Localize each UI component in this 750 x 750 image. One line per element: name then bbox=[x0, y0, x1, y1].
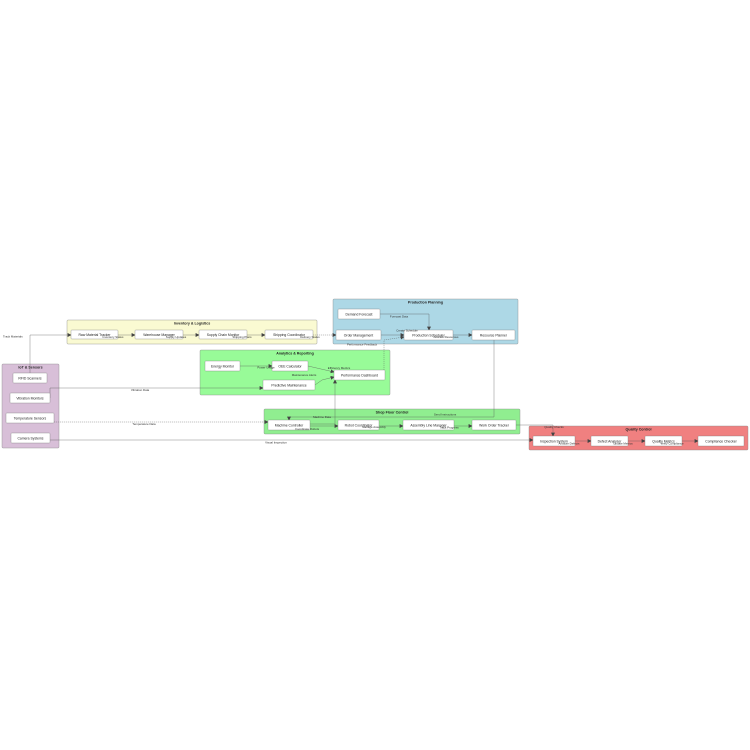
edge-label-update-metrics: Update Metrics bbox=[613, 441, 633, 445]
node-predictive-maintenance-label: Predictive Maintenance bbox=[271, 383, 306, 387]
edge-label-maintenance-alerts: Maintenance Alerts bbox=[292, 373, 317, 377]
node-order-management-label: Order Management bbox=[344, 333, 373, 337]
node-production-scheduler-label: Production Scheduler bbox=[412, 333, 445, 337]
node-performance-dashboard-label: Performance Dashboard bbox=[341, 373, 378, 377]
node-camera-systems-label: Camera Systems bbox=[17, 436, 43, 440]
group-quality-box bbox=[528, 425, 749, 451]
node-vibration-monitors-label: Vibration Monitors bbox=[16, 396, 44, 400]
node-temperature-sensors-label: Temperature Sensors bbox=[14, 416, 47, 420]
node-robot-coordinator[interactable]: Robot Coordinator bbox=[337, 419, 380, 431]
group-production-title: Production Planning bbox=[408, 301, 443, 305]
node-production-scheduler[interactable]: Production Scheduler bbox=[403, 329, 454, 341]
edges bbox=[29, 313, 699, 443]
edge-label-allocate-resources: Allocate Resources bbox=[434, 335, 459, 339]
node-inspection-system[interactable]: Inspection System bbox=[532, 435, 576, 447]
node-shipping-coordinator-label: Shipping Coordinator bbox=[273, 333, 306, 337]
edge-label-analyze-defects: Analyze Defects bbox=[559, 441, 580, 445]
group-iot-box bbox=[1, 363, 60, 449]
edge-labels: Track Materials Inventory Status Supply … bbox=[3, 314, 684, 445]
node-oee-calculator-label: OEE Calculator bbox=[278, 364, 302, 368]
node-warehouse-manager[interactable]: Warehouse Manager bbox=[134, 329, 184, 340]
edge-forecast-data bbox=[380, 313, 431, 331]
edge-label-coordinate-robots: Coordinate Robots bbox=[295, 427, 320, 431]
edge-quality-checks bbox=[516, 424, 555, 437]
node-assembly-line-manager[interactable]: Assembly Line Manager bbox=[402, 419, 455, 431]
node-defect-analyzer-label: Defect Analyzer bbox=[598, 439, 623, 443]
edge-label-vibration-data: Vibration Data bbox=[131, 388, 150, 392]
edge-label-temperature-data: Temperature Data bbox=[132, 422, 156, 426]
group-quality-title: Quality Control bbox=[626, 428, 652, 432]
node-demand-forecast[interactable]: Demand Forecast bbox=[337, 308, 381, 320]
edge-send-instructions bbox=[287, 339, 495, 421]
node-performance-dashboard[interactable]: Performance Dashboard bbox=[333, 369, 386, 381]
edge-label-track-materials: Track Materials bbox=[3, 335, 23, 339]
edge-label-create-schedule: Create Schedule bbox=[396, 328, 418, 332]
node-camera-systems[interactable]: Camera Systems bbox=[10, 432, 51, 444]
edge-maintenance-alerts bbox=[314, 375, 335, 386]
node-rfid-scanners-label: RFID Scanners bbox=[18, 376, 41, 380]
edge-label-power-usage: Power Usage bbox=[257, 365, 275, 369]
node-work-order-tracker[interactable]: Work Order Tracker bbox=[471, 419, 517, 431]
node-resource-planner-label: Resource Planner bbox=[480, 333, 508, 337]
edge-label-performance-feedback: Performance Feedback bbox=[347, 342, 378, 346]
edge-label-efficiency-metrics: Efficiency Metrics bbox=[328, 366, 351, 370]
edge-label-forecast-data: Forecast Data bbox=[390, 314, 409, 318]
edge-label-supply-updates: Supply Updates bbox=[166, 335, 187, 339]
node-temperature-sensors[interactable]: Temperature Sensors bbox=[5, 412, 55, 424]
node-assembly-line-manager-label: Assembly Line Manager bbox=[410, 423, 447, 427]
group-inventory-logistics: Inventory & Logistics bbox=[66, 319, 318, 345]
edge-label-track-progress: Track Progress bbox=[439, 425, 459, 429]
node-energy-monitor-label: Energy Monitor bbox=[211, 364, 235, 368]
node-inspection-system-label: Inspection System bbox=[540, 439, 568, 443]
group-shopfloor-title: Shop Floor Control bbox=[376, 411, 409, 415]
node-compliance-checker-label: Compliance Checker bbox=[705, 439, 737, 443]
edge-label-visual-inspection: Visual Inspection bbox=[265, 440, 287, 444]
group-analytics-reporting: Analytics & Reporting bbox=[199, 349, 391, 396]
nodes: Raw Material Tracker Warehouse Manager S… bbox=[5, 308, 745, 447]
edge-label-verify-compliance: Verify Compliance bbox=[660, 441, 684, 445]
group-iot-title: IoT & Sensors bbox=[18, 366, 42, 370]
node-supply-chain-monitor-label: Supply Chain Monitor bbox=[207, 333, 240, 337]
group-shopfloor-box bbox=[263, 408, 521, 435]
edge-label-inventory-status: Inventory Status bbox=[103, 335, 124, 339]
node-compliance-checker[interactable]: Compliance Checker bbox=[697, 435, 745, 447]
group-shop-floor-control: Shop Floor Control bbox=[263, 408, 521, 435]
node-machine-controller-label: Machine Controller bbox=[275, 423, 304, 427]
edge-label-shipping-plans: Shipping Plans bbox=[232, 335, 252, 339]
node-warehouse-manager-label: Warehouse Manager bbox=[143, 333, 175, 337]
node-shipping-coordinator[interactable]: Shipping Coordinator bbox=[264, 329, 314, 340]
edge-efficiency-metrics bbox=[307, 365, 335, 374]
group-analytics-box bbox=[199, 349, 391, 396]
edge-performance-feedback bbox=[383, 335, 405, 376]
node-order-management[interactable]: Order Management bbox=[335, 329, 382, 341]
node-demand-forecast-label: Demand Forecast bbox=[346, 312, 373, 316]
node-supply-chain-monitor[interactable]: Supply Chain Monitor bbox=[198, 329, 248, 340]
group-inventory-box bbox=[66, 319, 318, 345]
node-work-order-tracker-label: Work Order Tracker bbox=[479, 423, 510, 427]
node-rfid-scanners[interactable]: RFID Scanners bbox=[12, 372, 48, 384]
node-raw-material-tracker[interactable]: Raw Material Tracker bbox=[70, 329, 119, 340]
node-oee-calculator[interactable]: OEE Calculator bbox=[271, 360, 309, 372]
node-defect-analyzer[interactable]: Defect Analyzer bbox=[590, 435, 629, 447]
node-vibration-monitors[interactable]: Vibration Monitors bbox=[9, 392, 51, 404]
node-raw-material-tracker-label: Raw Material Tracker bbox=[78, 333, 111, 337]
node-energy-monitor[interactable]: Energy Monitor bbox=[204, 360, 241, 372]
group-analytics-title: Analytics & Reporting bbox=[276, 352, 314, 356]
node-machine-controller[interactable]: Machine Controller bbox=[267, 419, 311, 431]
edge-label-machine-data: Machine Data bbox=[313, 415, 331, 419]
edge-label-delivery-status: Delivery Status bbox=[300, 335, 320, 339]
group-iot-sensors: IoT & Sensors bbox=[1, 363, 60, 449]
node-predictive-maintenance[interactable]: Predictive Maintenance bbox=[262, 379, 316, 391]
node-quality-metrics[interactable]: Quality Metrics bbox=[644, 435, 683, 447]
node-resource-planner[interactable]: Resource Planner bbox=[471, 329, 516, 341]
node-robot-coordinator-label: Robot Coordinator bbox=[345, 423, 374, 427]
edge-label-quality-checks: Quality Checks bbox=[544, 425, 564, 429]
node-quality-metrics-label: Quality Metrics bbox=[652, 439, 675, 443]
edge-label-manage-assembly: Manage Assembly bbox=[362, 425, 386, 429]
edge-track-materials bbox=[29, 333, 72, 373]
group-quality-control: Quality Control bbox=[528, 425, 749, 451]
group-inventory-title: Inventory & Logistics bbox=[174, 322, 211, 326]
edge-label-send-instructions: Send Instructions bbox=[434, 412, 457, 416]
